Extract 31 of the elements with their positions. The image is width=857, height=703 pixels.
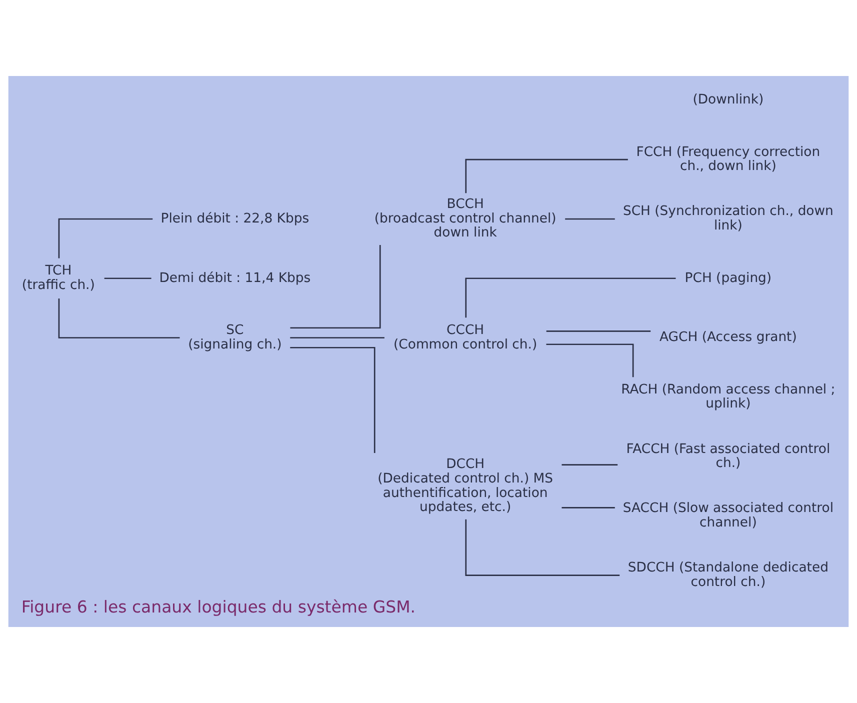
connector bbox=[58, 218, 153, 258]
connector bbox=[546, 344, 634, 378]
caption: Figure 6 : les canaux logiques du système GSM. bbox=[21, 598, 416, 617]
node-text: RACH (Random access channel ; uplink) bbox=[621, 382, 836, 412]
node-text: BCCH (broadcast control channel) down link bbox=[374, 197, 556, 241]
node-text: FCCH (Frequency correction ch., down link) bbox=[636, 144, 820, 174]
connector bbox=[290, 337, 384, 338]
node-text: DCCH (Dedicated control ch.) MS authentification, location updates, etc.) bbox=[378, 457, 554, 516]
node-text: SCH (Synchronization ch., down link) bbox=[622, 204, 834, 234]
node-text: SACCH (Slow associated control channel) bbox=[622, 501, 834, 530]
label: (Downlink) bbox=[692, 92, 764, 108]
connector bbox=[562, 464, 618, 466]
connector bbox=[58, 298, 180, 338]
connector bbox=[465, 519, 620, 576]
connector bbox=[465, 158, 628, 194]
node-text: CCCH (Common control ch.) bbox=[394, 323, 538, 352]
node-text: SDCCH (Standalone dedicated control ch.) bbox=[628, 560, 828, 590]
node-text: PCH (paging) bbox=[684, 270, 772, 286]
node-text: AGCH (Access grant) bbox=[660, 330, 797, 346]
connector bbox=[565, 218, 615, 220]
connector bbox=[465, 278, 676, 318]
connector bbox=[546, 330, 651, 332]
node-text: Plein débit : 22,8 Kbps bbox=[160, 211, 310, 226]
connector bbox=[104, 278, 152, 280]
node-text: FACCH (Fast associated control ch.) bbox=[626, 442, 830, 472]
connector bbox=[290, 245, 381, 329]
node-text: Demi débit : 11,4 Kbps bbox=[159, 270, 311, 286]
connector bbox=[562, 507, 615, 508]
connector bbox=[290, 346, 376, 454]
node-text: TCH (traffic ch.) bbox=[22, 264, 95, 293]
node-text: SC (signaling ch.) bbox=[188, 323, 282, 352]
